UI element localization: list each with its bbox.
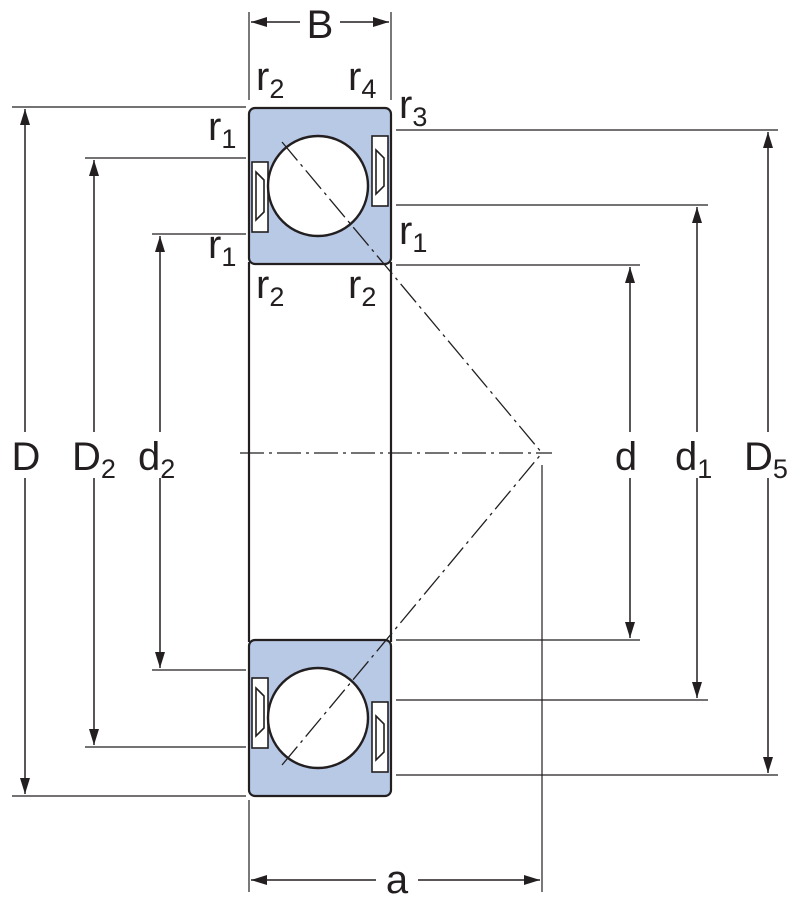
label-d1: d1 (675, 435, 712, 484)
label-r3-top-right: r3 (399, 83, 427, 132)
label-D5: D5 (744, 435, 788, 484)
extension-lines (12, 12, 778, 892)
label-r4-top-right: r4 (348, 55, 376, 104)
label-a: a (386, 858, 409, 902)
label-r2-bottom-left: r2 (256, 263, 284, 312)
top-left-seal-lip (255, 170, 265, 222)
bearing-section (247, 106, 393, 798)
bottom-left-seal-lip (255, 686, 265, 738)
label-r1-right: r1 (399, 209, 427, 258)
bottom-contact-line (281, 452, 543, 766)
bottom-right-seal-lip (375, 714, 385, 762)
top-contact-line (281, 141, 543, 454)
label-D2: D2 (72, 435, 116, 484)
label-r1-lower-left: r1 (208, 223, 236, 272)
label-r2-top-left: r2 (256, 55, 284, 104)
dimension-lines (20, 17, 773, 885)
label-r1-upper-left: r1 (208, 105, 236, 154)
labels: B a D D2 d2 d d1 D5 r2 r4 r3 r1 r1 (12, 3, 788, 902)
top-ring-section (247, 106, 393, 266)
label-d2: d2 (138, 435, 175, 484)
label-B: B (307, 3, 334, 47)
label-r2-bottom-right: r2 (348, 263, 376, 312)
label-d: d (615, 435, 637, 479)
bottom-ball (266, 666, 370, 770)
centre-and-contact-lines (240, 141, 552, 766)
bottom-ring-section (247, 638, 393, 798)
top-right-seal-lip (375, 148, 385, 196)
label-D: D (12, 435, 41, 479)
